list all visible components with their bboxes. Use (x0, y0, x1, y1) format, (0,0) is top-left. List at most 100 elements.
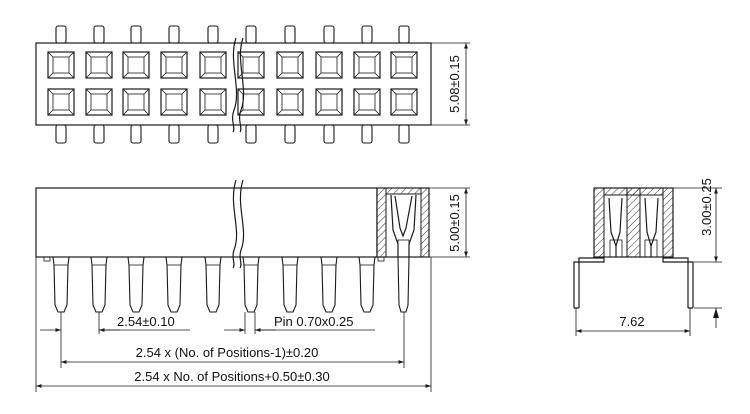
side-pin (165, 256, 183, 313)
contact-cell-inner (395, 56, 413, 74)
top-contact-cells (47, 51, 418, 116)
contact-cell-inner (281, 56, 299, 74)
top-break-line-2 (238, 37, 245, 133)
contact-cell-inner (358, 56, 376, 74)
side-pin-section (397, 256, 410, 313)
contact-cell-inner (90, 93, 108, 111)
top-pin-lower (245, 124, 257, 144)
contact-cell-bevel (85, 51, 113, 79)
contact-cell-outer (199, 51, 227, 79)
end-height-label: 3.00±0.25 (699, 178, 714, 236)
side-pins (43, 256, 410, 313)
contact-cell-outer (85, 51, 113, 79)
top-pin-lower (130, 124, 142, 144)
span-label: 2.54 x (No. of Positions-1)±0.20 (136, 345, 319, 360)
top-pin-lower (284, 124, 296, 144)
top-pin-upper (323, 25, 335, 44)
top-pin-upper (168, 25, 180, 44)
side-pin (358, 256, 376, 313)
contact-cell-outer (315, 88, 343, 116)
top-pin-lower (207, 124, 219, 144)
pitch-label: 2.54±0.10 (117, 314, 175, 329)
top-pin-upper (55, 25, 67, 44)
side-break-line (232, 179, 238, 269)
top-pin-lower (398, 124, 410, 144)
contact-cell-outer (353, 51, 381, 79)
contact-cell-bevel (160, 88, 188, 116)
contact-cell-outer (390, 88, 418, 116)
side-standoff (377, 256, 385, 262)
side-height-label: 5.00±0.15 (447, 194, 462, 252)
contact-cell-outer (276, 88, 304, 116)
side-break-line-2 (239, 179, 245, 269)
contact-cell-inner (127, 93, 145, 111)
end-contact-left (608, 197, 617, 257)
contact-cell-outer (85, 88, 113, 116)
top-view: 5.08±0.15 (35, 25, 470, 144)
top-pin-upper (93, 25, 105, 44)
top-pin-lower (55, 124, 67, 144)
side-view: 5.00±0.15 2.54±0.10 Pin 0.70x0.25 2.54 x… (35, 179, 470, 392)
top-pin-upper (398, 25, 410, 44)
top-pin-upper (284, 25, 296, 44)
contact-cell-inner (204, 56, 222, 74)
side-pin (204, 256, 222, 313)
row-spacing-label: 7.62 (619, 314, 644, 329)
contact-cell-bevel (390, 88, 418, 116)
contact-cell-inner (52, 56, 70, 74)
contact-cell-outer (122, 51, 150, 79)
contact-cell-inner (165, 93, 183, 111)
top-pin-upper (361, 25, 373, 44)
contact-cell-bevel (160, 51, 188, 79)
contact-cell-inner (320, 56, 338, 74)
overall-length-label: 2.54 x No. of Positions+0.50±0.30 (134, 369, 329, 384)
top-pin-upper (245, 25, 257, 44)
contact-cell-inner (242, 56, 260, 74)
end-pin-right-inner (663, 257, 689, 308)
contact-cell-bevel (47, 88, 75, 116)
contact-cell-bevel (47, 51, 75, 79)
side-pin (127, 256, 145, 313)
contact-cell-outer (276, 51, 304, 79)
contact-cell-bevel (353, 88, 381, 116)
end-pin-left-inner (578, 257, 604, 308)
top-pin-lower (93, 124, 105, 144)
contact-cell-inner (127, 56, 145, 74)
contact-cell-outer (122, 88, 150, 116)
top-break-line (231, 37, 238, 133)
end-contact-right (644, 197, 652, 257)
contact-cell-inner (320, 93, 338, 111)
contact-cell-outer (160, 88, 188, 116)
contact-cell-bevel (122, 51, 150, 79)
end-view: 3.00±0.25 7.62 (573, 178, 722, 336)
side-pin (242, 256, 260, 313)
top-pin-upper (130, 25, 142, 44)
contact-cell-bevel (199, 51, 227, 79)
contact-cell-bevel (122, 88, 150, 116)
contact-cell-inner (358, 93, 376, 111)
contact-cell-inner (395, 93, 413, 111)
contact-cell-bevel (199, 88, 227, 116)
contact-cell-inner (165, 56, 183, 74)
top-pin-lower (168, 124, 180, 144)
contact-cell-bevel (276, 88, 304, 116)
contact-cell-outer (390, 51, 418, 79)
side-section-contact (376, 187, 430, 258)
contact-cell-bevel (353, 51, 381, 79)
contact-cell-outer (237, 51, 265, 79)
top-pin-lower (361, 124, 373, 144)
pin-size-label: Pin 0.70x0.25 (274, 314, 354, 329)
contact-cell-outer (47, 88, 75, 116)
top-pin-lower (323, 124, 335, 144)
top-height-label: 5.08±0.15 (447, 55, 462, 113)
top-pin-upper (207, 25, 219, 44)
side-pin (281, 256, 299, 313)
contact-cell-outer (199, 88, 227, 116)
contact-cell-outer (315, 51, 343, 79)
contact-cell-bevel (315, 88, 343, 116)
contact-cell-outer (160, 51, 188, 79)
contact-cell-bevel (237, 88, 265, 116)
side-pin (320, 256, 338, 313)
side-view-housing (35, 187, 378, 258)
